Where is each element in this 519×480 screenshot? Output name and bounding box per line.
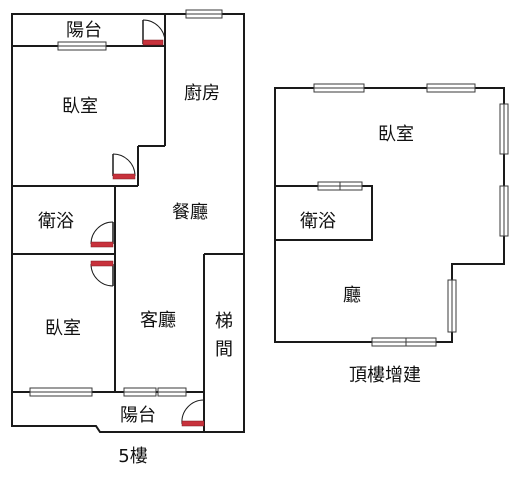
rooftop-label-hall: 廳 bbox=[343, 285, 361, 306]
rooftop-outer-wall bbox=[274, 87, 505, 343]
rooftop-window-right-upper bbox=[499, 103, 509, 155]
floor5-door-balcony-bottom bbox=[181, 399, 205, 427]
rooftop-label-bedroom: 臥室 bbox=[378, 124, 414, 145]
rooftop-window-bathroom bbox=[317, 181, 363, 191]
rooftop-window-right-lower bbox=[499, 185, 509, 237]
floor5-window-kitchen-top bbox=[185, 9, 223, 19]
floor5-outer-wall bbox=[11, 13, 245, 433]
rooftop-window-top-left bbox=[313, 83, 365, 93]
floor5-plan: 陽台 臥室 廚房 餐廳 衛浴 臥室 客廳 梯 間 陽台 5樓 bbox=[11, 9, 245, 467]
rooftop-window-notch-right bbox=[447, 279, 457, 333]
rooftop-plan: 臥室 衛浴 廳 頂樓增建 bbox=[274, 83, 509, 386]
rooftop-window-bottom bbox=[371, 337, 437, 347]
rooftop-caption: 頂樓增建 bbox=[349, 365, 421, 386]
rooftop-label-bathroom: 衛浴 bbox=[300, 211, 336, 232]
floor5-door-bedroom-top bbox=[112, 153, 136, 180]
room-label-balcony-top: 陽台 bbox=[66, 20, 102, 41]
rooftop-window-top-right bbox=[426, 83, 476, 93]
room-label-bathroom: 衛浴 bbox=[38, 211, 74, 232]
room-label-balcony-bottom: 陽台 bbox=[120, 405, 156, 426]
floor5-door-balcony-top bbox=[142, 19, 166, 46]
floor5-window-living-bottom bbox=[123, 387, 187, 397]
room-label-kitchen: 廚房 bbox=[184, 82, 220, 104]
room-label-dining: 餐廳 bbox=[172, 202, 208, 223]
floor5-window-bedroom-bottom bbox=[29, 387, 93, 397]
room-label-bedroom-top: 臥室 bbox=[62, 96, 98, 117]
floor5-door-bedroom-bottom bbox=[90, 260, 114, 287]
room-label-stair-2: 間 bbox=[215, 339, 233, 360]
floor5-door-bathroom bbox=[90, 221, 114, 248]
room-label-living: 客廳 bbox=[140, 310, 176, 331]
room-label-stair-1: 梯 bbox=[215, 311, 233, 332]
floor5-caption: 5樓 bbox=[118, 446, 147, 467]
room-label-bedroom-bottom: 臥室 bbox=[45, 318, 81, 339]
floor5-window-bedroom-top bbox=[57, 41, 107, 51]
